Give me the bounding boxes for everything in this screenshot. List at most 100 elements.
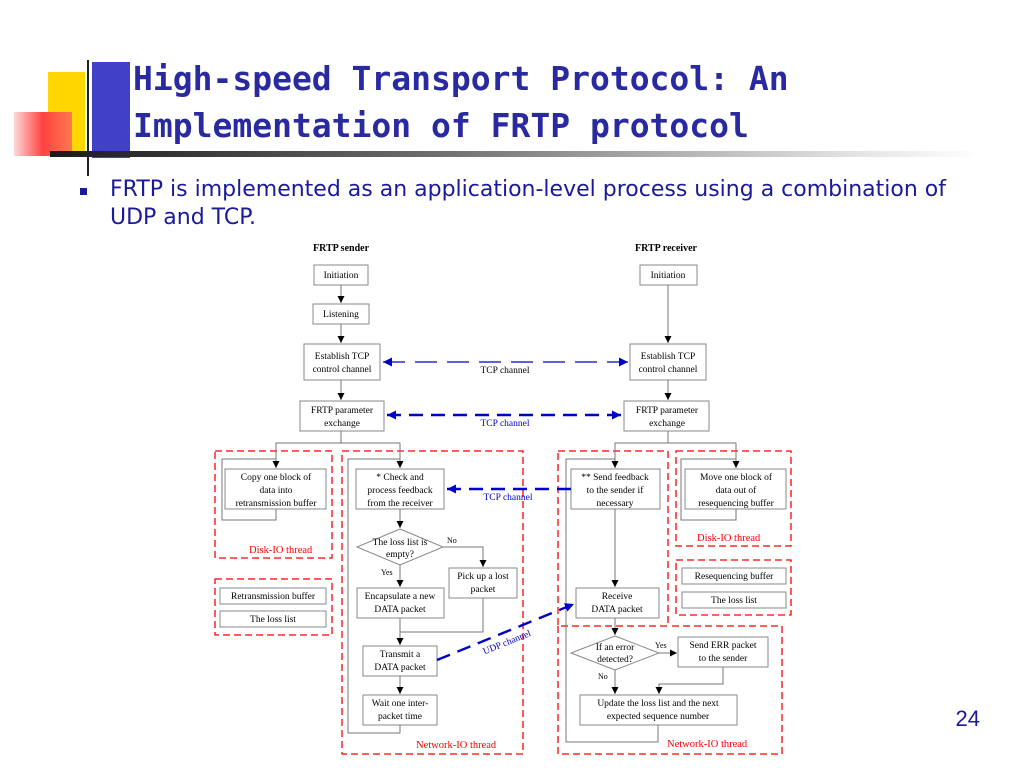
sender-param-exchange-label-2: exchange xyxy=(324,419,360,429)
receiver-param-exchange-label-2: exchange xyxy=(649,419,685,429)
update-loss-label-1: Update the loss list and the next xyxy=(597,699,719,709)
send-err-label-1: Send ERR packet xyxy=(689,641,756,651)
receiver-param-exchange-box xyxy=(623,400,710,432)
sender-disk-io-frame xyxy=(214,450,333,559)
encapsulate-label-2: DATA packet xyxy=(374,605,426,615)
retransmission-buffer-box xyxy=(219,587,327,605)
flow-sender-fork-right xyxy=(341,442,404,468)
move-block-label-2: data out of xyxy=(716,485,757,496)
move-block-label-1: Move one block of xyxy=(700,472,773,483)
udp-channel-arrow[interactable] xyxy=(436,602,575,662)
receiver-buffer-frame xyxy=(675,559,792,616)
receiver-establish-tcp-box xyxy=(629,343,707,381)
send-feedback-label-3: necessary xyxy=(597,499,634,509)
loss-list-no-label: No xyxy=(447,536,457,545)
sender-initiation-label: Initiation xyxy=(324,271,359,281)
flow-update-loop xyxy=(565,458,659,743)
receive-data-label-2: DATA packet xyxy=(591,605,643,615)
pick-lost-label-2: packet xyxy=(471,585,496,595)
sender-header: FRTP sender xyxy=(313,243,370,254)
check-feedback-label-2: process feedback xyxy=(367,485,432,496)
check-feedback-label-3: from the receiver xyxy=(367,498,433,509)
flow-receiver-fork xyxy=(611,431,669,468)
sender-establish-tcp-label-2: control channel xyxy=(313,365,372,375)
receive-data-label-1: Receive xyxy=(602,592,633,602)
title-line-1: High-speed Transport Protocol: An xyxy=(133,59,789,98)
receiver-header: FRTP receiver xyxy=(635,243,697,254)
receiver-disk-io-label: Disk-IO thread xyxy=(697,533,761,544)
receiver-establish-tcp-label-1: Establish TCP xyxy=(641,352,695,362)
pick-lost-label-1: Pick up a lost xyxy=(457,572,509,582)
bullet-square-icon xyxy=(80,188,87,195)
transmit-label-2: DATA packet xyxy=(374,663,426,673)
receive-data-box xyxy=(575,587,660,619)
title-underline xyxy=(50,151,980,157)
wait-label-1: Wait one inter- xyxy=(372,699,429,709)
flow-sender-fork xyxy=(272,431,342,468)
transmit-box xyxy=(362,645,438,677)
receiver-param-exchange-label-1: FRTP parameter xyxy=(636,406,699,416)
logo-blue-square xyxy=(92,62,130,158)
copy-block-box xyxy=(224,468,327,510)
transmit-label-1: Transmit a xyxy=(380,650,421,660)
flow-err-to-update xyxy=(655,667,724,694)
move-block-box xyxy=(684,468,787,510)
tcp-channel-1-label: TCP channel xyxy=(481,366,530,376)
check-feedback-label-1: * Check and xyxy=(376,473,424,483)
receiver-network-io-frame-upper xyxy=(557,450,669,627)
sender-param-exchange-box xyxy=(299,400,385,432)
sender-disk-io-label: Disk-IO thread xyxy=(249,545,313,556)
page-number: 24 xyxy=(955,706,980,731)
error-detected-label-2: detected? xyxy=(597,655,633,665)
udp-channel-label: UDP channel xyxy=(482,629,533,657)
error-yes-label: Yes xyxy=(655,641,667,650)
sender-param-exchange-label-1: FRTP parameter xyxy=(311,406,374,416)
update-loss-label-2: expected sequence number xyxy=(607,712,710,722)
sender-listening-label: Listening xyxy=(323,310,359,320)
sender-network-io-frame xyxy=(341,450,524,755)
sender-network-io-label: Network-IO thread xyxy=(416,740,497,751)
receiver-establish-tcp-label-2: control channel xyxy=(639,365,698,375)
loss-list-yes-label: Yes xyxy=(381,568,393,577)
loss-list-empty-label-1: The loss list is xyxy=(373,538,428,548)
send-feedback-label-2: to the sender if xyxy=(587,485,645,496)
wait-label-2: packet time xyxy=(378,712,422,722)
bullet-text: FRTP is implemented as an application-le… xyxy=(110,177,946,230)
receiver-loss-list-box xyxy=(681,591,787,609)
error-no-label: No xyxy=(598,672,608,681)
sender-loss-list-label: The loss list xyxy=(250,615,296,625)
tcp-channel-3-label: TCP channel xyxy=(484,493,533,503)
receiver-disk-io-frame xyxy=(675,450,792,547)
encapsulate-box xyxy=(356,587,445,619)
receiver-network-io-label: Network-IO thread xyxy=(667,739,748,750)
check-feedback-box xyxy=(355,468,445,510)
resequencing-buffer-box xyxy=(681,567,787,585)
flow-diamond-no xyxy=(443,546,487,567)
flow-wait-loop xyxy=(347,458,401,734)
flow-pick-to-transmit xyxy=(400,598,484,633)
flow-disk-loop-sender xyxy=(221,458,277,521)
title-line-2: Implementation of FRTP protocol xyxy=(133,106,749,145)
sender-loss-list-box xyxy=(219,610,327,628)
resequencing-buffer-label: Resequencing buffer xyxy=(695,571,775,582)
copy-block-label-3: retransmission buffer xyxy=(236,498,318,509)
copy-block-label-1: Copy one block of xyxy=(241,472,312,483)
send-feedback-label-1: ** Send feedback xyxy=(581,472,649,483)
corner-logo-graphic xyxy=(14,60,130,176)
retransmission-buffer-label: Retransmission buffer xyxy=(231,591,316,602)
flow-disk-loop-receiver xyxy=(680,458,737,521)
tcp-channel-2-label: TCP channel xyxy=(481,419,530,429)
flow-receiver-fork-right xyxy=(668,442,740,468)
receiver-network-io-frame-lower xyxy=(557,625,783,755)
encapsulate-label-1: Encapsulate a new xyxy=(365,592,436,602)
slide-title: High-speed Transport Protocol: An Implem… xyxy=(133,55,993,149)
move-block-label-3: resequencing buffer xyxy=(698,498,774,509)
sender-establish-tcp-label-1: Establish TCP xyxy=(315,352,369,362)
send-err-label-2: to the sender xyxy=(699,654,748,664)
sender-establish-tcp-box xyxy=(303,343,381,381)
update-loss-box xyxy=(579,694,738,726)
wait-box xyxy=(362,694,438,726)
receiver-initiation-label: Initiation xyxy=(651,271,686,281)
sender-buffer-frame xyxy=(214,578,333,636)
